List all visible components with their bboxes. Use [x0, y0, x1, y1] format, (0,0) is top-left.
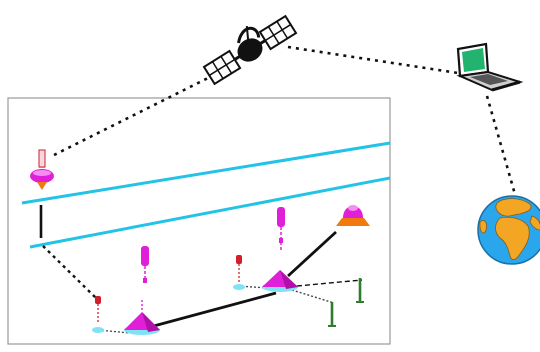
link-dash-to-green-anchor-1 — [296, 279, 363, 287]
surface-buoy-icon — [30, 149, 54, 190]
satellite-solar-panel-right — [258, 14, 298, 51]
link-dash-to-green-anchor-2 — [291, 289, 335, 304]
mooring-anchor-icon — [356, 278, 364, 303]
surface-buoy-keel — [37, 182, 47, 190]
mooring-anchor-icon — [328, 302, 336, 327]
link-laptop-to-globe — [485, 95, 518, 199]
globe-icon — [477, 195, 540, 265]
cable-node-to-shore — [287, 230, 337, 278]
globe-land-europe — [495, 198, 532, 217]
mooring-anchor-icon — [92, 296, 104, 333]
laptop-icon — [456, 42, 524, 92]
sea-panel — [7, 97, 391, 345]
laptop-screen — [462, 48, 485, 72]
globe-land-west — [479, 220, 487, 234]
mooring-anchor-icon — [233, 255, 245, 290]
tether-dashed-to-node — [42, 245, 97, 299]
shore-station-icon — [336, 205, 370, 226]
satellite-body — [237, 38, 263, 62]
water-surface-line-lower — [29, 176, 391, 249]
link-satellite-to-laptop — [287, 45, 459, 75]
satellite-solar-panel-left — [202, 49, 242, 86]
seafloor-node-right — [262, 270, 298, 292]
seafloor-node-left — [124, 300, 160, 335]
satellite-dish — [237, 26, 261, 44]
globe-land-africa — [495, 216, 530, 260]
satellite-icon — [202, 14, 298, 86]
pink-buoy-node-icon — [141, 246, 149, 283]
water-surface-line-upper — [21, 141, 391, 205]
cable-node-left-to-right — [149, 291, 277, 329]
pink-buoy-node-icon — [277, 207, 285, 252]
